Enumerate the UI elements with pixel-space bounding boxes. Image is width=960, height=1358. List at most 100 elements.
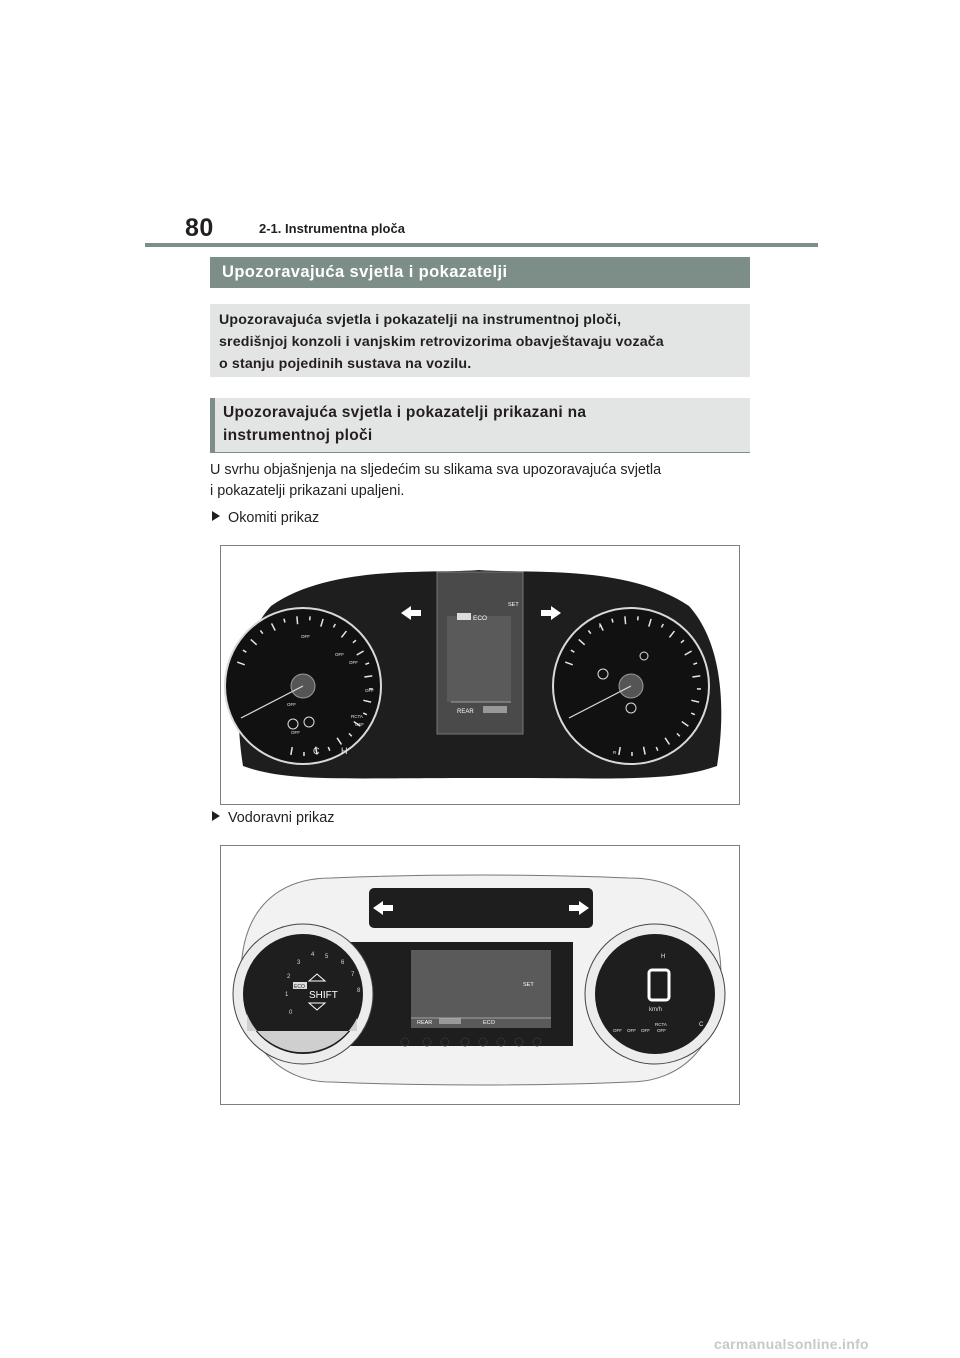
gauge-tick — [655, 746, 659, 751]
top-indicator-strip — [369, 888, 593, 928]
rear-label: REAR — [417, 1020, 432, 1026]
figure-vertical-display: ECO SET REAR OFF OFF OFF OFF OFF RCTA OF… — [220, 545, 740, 805]
subsection-label: Vodoravni prikaz — [228, 810, 335, 826]
gauge-tick — [648, 618, 652, 627]
eco-badge — [457, 613, 471, 620]
tach-number: 0 — [289, 1010, 293, 1016]
shift-down-icon — [307, 1002, 327, 1011]
gauge-tick — [270, 623, 276, 631]
steering-warning-icon — [460, 1037, 470, 1047]
indicator-off-label: OFF — [657, 1028, 666, 1033]
gauge-tick — [340, 630, 348, 638]
section-title: 2-1. Instrumentna ploča — [259, 221, 405, 236]
indicator-off-label: OFF — [301, 634, 310, 639]
main-heading: Upozoravajuća svjetla i pokazatelji — [210, 257, 750, 288]
gauge-tick — [320, 618, 324, 627]
gauge-tick — [352, 639, 357, 644]
gauge-tick — [353, 720, 361, 727]
gauge-tick — [676, 732, 681, 737]
intro-line: Upozoravajuća svjetla i pokazatelji na i… — [219, 312, 622, 328]
left-gauge-needle — [240, 685, 304, 719]
gauge-tick — [664, 737, 671, 745]
eco-label: ECO — [473, 615, 487, 622]
left-gauge — [243, 934, 363, 1054]
engine-check-icon — [532, 1037, 542, 1047]
temp-hot-label: H — [661, 954, 665, 960]
gauge-tick — [598, 623, 604, 631]
gauge-tick — [618, 746, 621, 756]
indicator-off-label: OFF — [613, 1028, 622, 1033]
triangle-bullet-icon — [212, 811, 220, 821]
gauge-tick — [364, 675, 373, 678]
rcta-label: RCTA — [655, 1022, 667, 1027]
rcta-label: RCTA — [351, 714, 363, 719]
warning-icon — [303, 716, 315, 728]
gauge-tick — [314, 746, 318, 755]
tach-number: 4 — [311, 952, 315, 958]
gauge-tick — [668, 630, 676, 638]
brake-icon — [597, 668, 609, 680]
warning-icon — [287, 718, 299, 730]
sub-heading-line: Upozoravajuća svjetla i pokazatelji prik… — [223, 404, 587, 421]
gauge-tick — [363, 699, 372, 703]
sub-heading: Upozoravajuća svjetla i pokazatelji prik… — [210, 398, 750, 452]
body-line: i pokazatelji prikazani upaljeni. — [210, 483, 405, 499]
center-screen — [411, 950, 551, 1028]
temp-hot-label: H — [341, 746, 348, 756]
gauge-tick — [587, 630, 592, 635]
intro-box: Upozoravajuća svjetla i pokazatelji na i… — [210, 304, 750, 377]
gauge-tick — [578, 638, 586, 646]
subsection-vertical: Okomiti prikaz — [212, 510, 319, 526]
gauge-tick — [611, 618, 614, 623]
tpms-icon — [625, 702, 637, 714]
gauge-tick — [570, 649, 575, 653]
temp-cold-label: C — [699, 1022, 704, 1028]
indicator-off-label: OFF — [349, 660, 358, 665]
power-icon — [400, 1037, 410, 1047]
body-line: U svrhu objašnjenja na sljedećim su slik… — [210, 462, 662, 478]
speed-digit — [647, 968, 671, 1002]
tach-number: 3 — [297, 960, 301, 966]
gauge-tick — [680, 639, 685, 644]
intro-line: središnjoj konzoli i vanjskim retrovizor… — [219, 334, 664, 350]
airbag-icon — [422, 1037, 432, 1047]
shift-label: SHIFT — [309, 990, 338, 1001]
set-label: SET — [508, 602, 519, 608]
center-display-screen — [447, 616, 511, 702]
gauge-tick — [259, 630, 264, 635]
gauge-tick — [336, 737, 343, 745]
gauge-tick — [365, 662, 370, 666]
sub-heading-rule — [210, 452, 750, 453]
brake-icon — [496, 1037, 506, 1047]
indicator-off-label: OFF — [365, 688, 374, 693]
gauge-tick — [564, 661, 573, 666]
indicator-off-label: OFF — [287, 702, 296, 707]
eco-badge — [293, 982, 307, 989]
gauge-tick — [283, 618, 286, 623]
gauge-tick — [290, 746, 293, 756]
gauge-tick — [348, 732, 353, 737]
gauge-tick — [691, 699, 700, 703]
intro-line: o stanju pojedinih sustava na vozilu. — [219, 356, 472, 372]
tach-number: 1 — [285, 992, 289, 998]
gauge-tick — [356, 650, 364, 656]
watermark: carmanualsonline.info — [714, 1336, 869, 1352]
gauge-tick — [684, 650, 692, 656]
gauge-tick — [236, 661, 245, 666]
gear-r-label: R — [613, 750, 617, 755]
tach-number: 2 — [287, 974, 291, 980]
seatbelt-icon — [440, 1037, 450, 1047]
speed-unit: km/h — [649, 1007, 662, 1013]
left-turn-arrow-icon — [373, 901, 393, 915]
page-number: 80 — [185, 214, 214, 242]
gauge-tick — [296, 616, 299, 625]
tpms-icon — [514, 1037, 524, 1047]
shift-up-icon — [307, 973, 327, 982]
header-rule — [145, 243, 818, 247]
left-gauge-ticks — [236, 616, 373, 757]
triangle-bullet-icon — [212, 511, 220, 521]
door-icon — [478, 1037, 488, 1047]
indicator-off-label: OFF — [355, 722, 364, 727]
tach-number: 8 — [357, 988, 361, 994]
rear-label: REAR — [457, 709, 474, 715]
